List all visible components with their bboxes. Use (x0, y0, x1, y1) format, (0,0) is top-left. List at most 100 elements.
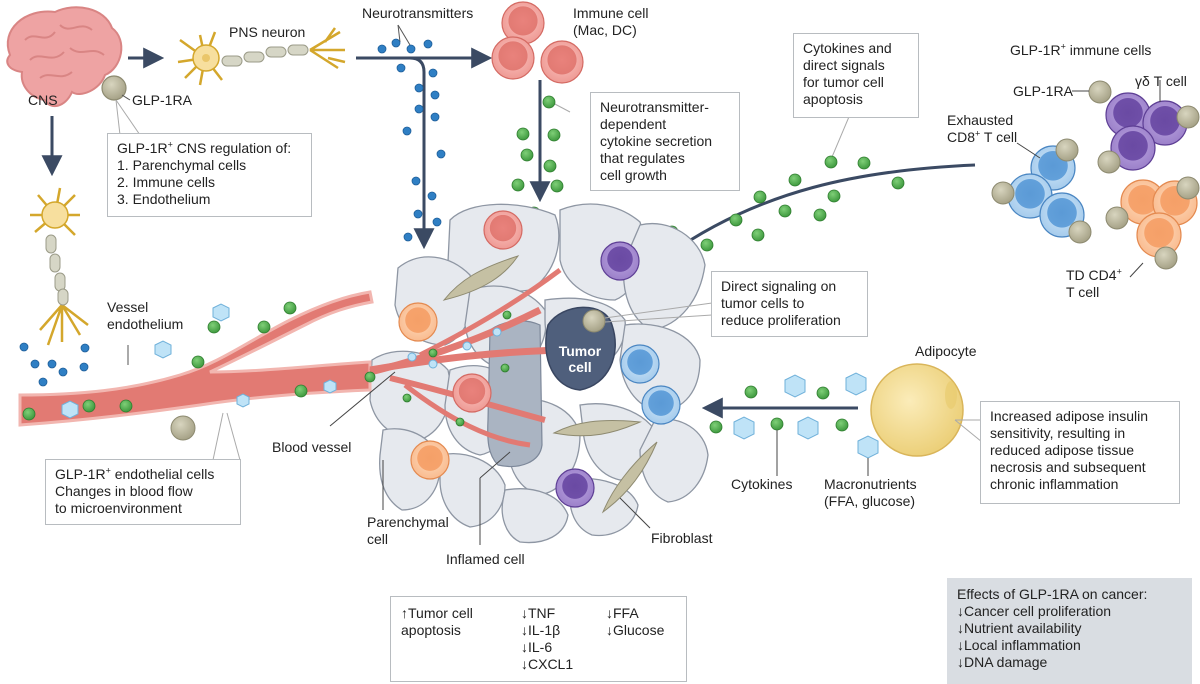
glp1ra-tumor (582, 309, 606, 333)
outcome-item: ↓Glucose (606, 622, 665, 638)
glp1ra-brain-label: GLP-1RA (132, 92, 192, 108)
callout-line: Direct signaling on (721, 278, 837, 294)
gd-t-cell-in-tissue-2 (555, 468, 595, 508)
label-sup: + (105, 465, 111, 476)
outcome-item: ↓IL-1β (521, 622, 561, 638)
tumor-line2: cell (568, 359, 592, 375)
cd8-t-cell-in-tissue-2 (641, 385, 681, 425)
parenchymal-cell-label: Parenchymal cell (367, 514, 449, 548)
neurotransmitters-cluster (377, 38, 446, 267)
vessel-endothelium-label: Vessel endothelium (107, 299, 183, 333)
fibroblast-label: Fibroblast (651, 530, 713, 546)
cns-regulation-title: GLP-1R+ CNS regulation of: (117, 140, 302, 157)
macronutrients-adipocyte (733, 372, 879, 459)
callout-line: direct signals (803, 57, 885, 73)
callout-line: Cytokines and (803, 40, 892, 56)
label-part: TD CD4 (1066, 267, 1117, 283)
gd-t-cells (1105, 92, 1188, 171)
adipocyte-label: Adipocyte (915, 343, 977, 359)
immune-cell-line2: (Mac, DC) (573, 22, 637, 38)
cd8-t-cell-in-tissue (620, 344, 660, 384)
blood-vessel-label: Blood vessel (272, 439, 352, 455)
effects-item: ↓Nutrient availability (957, 620, 1082, 636)
neurotransmitter-down-arrow (409, 56, 435, 250)
exhausted-cd8-label: Exhausted CD8+ T cell (947, 112, 1017, 146)
outcomes-col-cytokines: ↓TNF ↓IL-1β ↓IL-6 ↓CXCL1 (521, 605, 573, 673)
callout-line: chronic inflammation (990, 476, 1119, 492)
callout-line: cytokine secretion (600, 133, 713, 149)
effects-summary-box: Effects of GLP-1RA on cancer: ↓Cancer ce… (947, 578, 1192, 684)
cytokines-apoptosis-callout: Cytokines and direct signals for tumor c… (793, 33, 919, 118)
outcome-item: ↓CXCL1 (521, 656, 574, 672)
adipocyte-cell (870, 363, 964, 457)
callout-line: to microenvironment (55, 500, 182, 516)
parenchymal-line1: Parenchymal (367, 514, 449, 530)
cns-neuron-icon (30, 187, 89, 346)
adipose-callout: Increased adipose insulin sensitivity, r… (980, 401, 1180, 504)
effects-item: ↓Local inflammation (957, 637, 1081, 653)
direct-signaling-callout: Direct signaling on tumor cells to reduc… (711, 271, 868, 337)
gd-t-cell-label: γδ T cell (1135, 73, 1187, 89)
glp1ra-molecules-immune (991, 80, 1200, 270)
endothelial-callout: GLP-1R+ endothelial cells Changes in blo… (45, 459, 241, 525)
cns-regulation-item: 3. Endothelium (117, 191, 211, 207)
outcomes-col-apoptosis: ↑Tumor cell apoptosis (401, 605, 473, 639)
effects-item: ↓Cancer cell proliferation (957, 603, 1112, 619)
inflamed-cell-label: Inflamed cell (446, 551, 525, 567)
label-part: CD8 (947, 129, 976, 145)
outcome-item: apoptosis (401, 622, 461, 638)
outcomes-col-nutrients: ↓FFA ↓Glucose (606, 605, 664, 639)
cns-regulation-item: 1. Parenchymal cells (117, 157, 247, 173)
macronutrients-label: Macronutrients (FFA, glucose) (824, 476, 917, 510)
outcome-item: ↑Tumor cell (401, 605, 473, 621)
glp1ra-immune-label: GLP-1RA (1013, 83, 1073, 99)
glp1r-immune-cells-label: GLP-1R+ immune cells (1010, 42, 1151, 59)
pns-neuron-label: PNS neuron (229, 24, 306, 40)
td-cd4-t-cells (1120, 179, 1198, 258)
label-sup: + (975, 128, 981, 139)
immune-cell-label: Immune cell (Mac, DC) (573, 5, 648, 39)
label-sup: + (1116, 266, 1122, 277)
callout-line: Neurotransmitter- (600, 99, 709, 115)
label-part: endothelial cells (110, 466, 215, 482)
cns-regulation-callout: GLP-1R+ CNS regulation of: 1. Parenchyma… (107, 133, 312, 217)
label-part: T cell (980, 129, 1018, 145)
outcome-item: ↓IL-6 (521, 639, 553, 655)
macrophage-in-tissue-2 (452, 373, 492, 413)
callout-line: dependent (600, 116, 667, 132)
brain-icon (6, 6, 123, 108)
parenchymal-line2: cell (367, 531, 389, 547)
tumor-cell-label: Tumor cell (552, 343, 608, 375)
cytokines-label: Cytokines (731, 476, 793, 492)
cytokines-adipocyte (709, 385, 849, 434)
glp1ra-molecule-icon (101, 75, 127, 101)
callout-line: necrosis and subsequent (990, 459, 1146, 475)
macronutrients-vessel (61, 303, 502, 419)
label-part: GLP-1R (55, 466, 106, 482)
macrophage-in-tissue (483, 210, 523, 250)
exhausted-line2: CD8+ T cell (947, 129, 1017, 146)
callout-line: cell growth (600, 167, 667, 183)
neurotransmitter-cytokine-callout: Neurotransmitter- dependent cytokine sec… (590, 92, 740, 191)
immune-cells-mac-dc (491, 1, 584, 84)
cns-label: CNS (28, 92, 58, 108)
outcomes-box: ↑Tumor cell apoptosis ↓TNF ↓IL-1β ↓IL-6 … (390, 596, 687, 682)
cytokines-vessel (22, 301, 512, 427)
callout-line: tumor cells to (721, 295, 805, 311)
callout-line: apoptosis (803, 91, 863, 107)
neurotransmitters-lower-left (19, 342, 90, 387)
callout-line: reduced adipose tissue (990, 442, 1134, 458)
vessel-line1: Vessel (107, 299, 149, 315)
callout-line: that regulates (600, 150, 685, 166)
effects-title: Effects of GLP-1RA on cancer: (957, 586, 1148, 602)
callout-line: reduce proliferation (721, 312, 841, 328)
label-part: immune cells (1065, 42, 1152, 58)
tumor-line1: Tumor (558, 343, 602, 359)
macronutrients-line2: (FFA, glucose) (824, 493, 916, 509)
callout-line: Increased adipose insulin (990, 408, 1148, 424)
callout-line: sensitivity, resulting in (990, 425, 1126, 441)
callout-line: Changes in blood flow (55, 483, 193, 499)
macronutrients-line1: Macronutrients (824, 476, 917, 492)
outcome-item: ↓TNF (521, 605, 556, 621)
